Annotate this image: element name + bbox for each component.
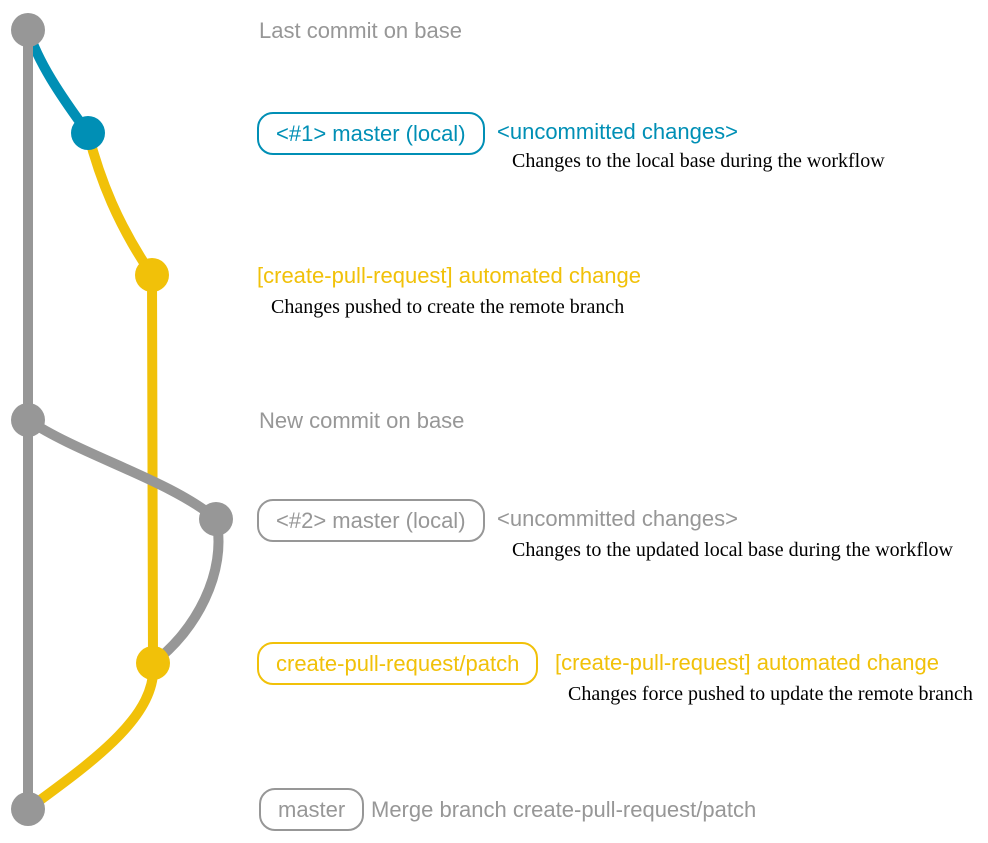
local-branch-curve-2-merge <box>148 514 224 668</box>
commit-node-patch-1 <box>135 258 169 292</box>
caption-last-commit-on-base: Last commit on base <box>259 17 462 43</box>
patch-branch-curve-out <box>83 128 157 280</box>
branch-tag-master: master <box>259 788 365 831</box>
local-branch-curve-1 <box>23 25 93 138</box>
commit-node-local-2 <box>199 502 233 536</box>
commit-node-last-base <box>11 13 45 47</box>
commit-node-merge <box>11 792 45 826</box>
branch-tag-master-local-2: <#2> master (local) <box>257 499 485 542</box>
commit-message-uncommitted-1: <uncommitted changes> <box>497 118 738 144</box>
caption-new-commit-on-base: New commit on base <box>259 407 465 433</box>
patch-branch-merge-curve <box>23 658 159 814</box>
patch-branch-line <box>147 270 158 668</box>
commit-description-automated-1: Changes pushed to create the remote bran… <box>271 296 625 318</box>
commit-description-uncommitted-2: Changes to the updated local base during… <box>512 539 953 561</box>
commit-message-merge: Merge branch create-pull-request/patch <box>371 796 757 822</box>
branch-tag-create-pull-request-patch: create-pull-request/patch <box>257 642 539 685</box>
commit-message-automated-1: [create-pull-request] automated change <box>257 262 642 288</box>
branch-tag-master-local-1: <#1> master (local) <box>257 112 485 155</box>
commit-description-uncommitted-1: Changes to the local base during the wor… <box>512 150 885 172</box>
commit-description-automated-2: Changes force pushed to update the remot… <box>568 683 973 705</box>
commit-node-new-base <box>11 403 45 437</box>
local-branch-curve-2-out <box>23 415 221 524</box>
commit-node-patch-2 <box>136 646 170 680</box>
commit-node-local-1 <box>71 116 105 150</box>
commit-message-uncommitted-2: <uncommitted changes> <box>497 505 738 531</box>
commit-message-automated-2: [create-pull-request] automated change <box>555 649 940 675</box>
